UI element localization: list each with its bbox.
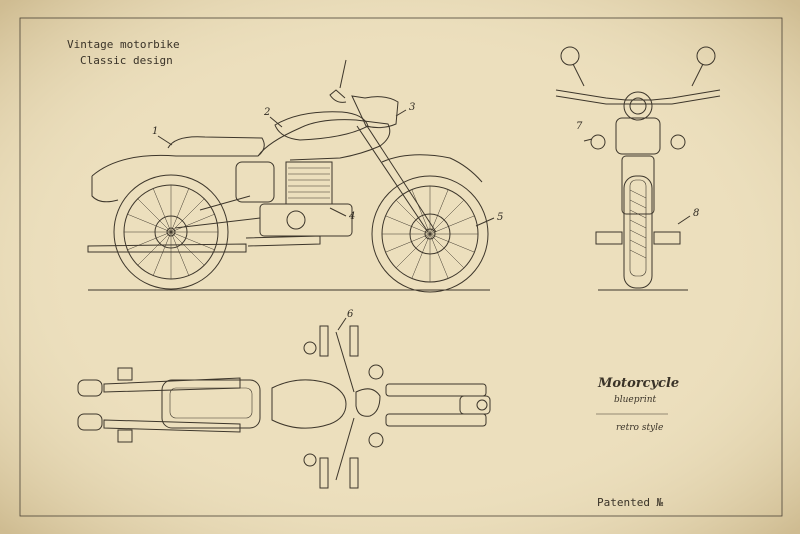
legend-subtitle: blueprint <box>614 395 657 405</box>
legend-style: retro style <box>616 423 664 433</box>
patent-label: Patented № <box>597 496 664 509</box>
part-label-6: 6 <box>347 309 354 320</box>
part-label-8: 8 <box>693 208 700 219</box>
front-view <box>555 46 721 291</box>
part-label-3: 3 <box>409 102 416 113</box>
part-label-1: 1 <box>152 126 159 137</box>
title-line-2: Classic design <box>80 54 173 67</box>
title-line-1: Vintage motorbike <box>67 38 180 51</box>
side-view <box>87 59 495 293</box>
part-label-2: 2 <box>264 107 271 118</box>
part-label-5: 5 <box>497 212 504 223</box>
part-label-4: 4 <box>349 211 356 222</box>
drawing-frame <box>19 17 783 517</box>
legend-title: Motorcycle <box>598 376 680 391</box>
top-view <box>77 317 491 489</box>
part-label-7: 7 <box>576 121 583 132</box>
